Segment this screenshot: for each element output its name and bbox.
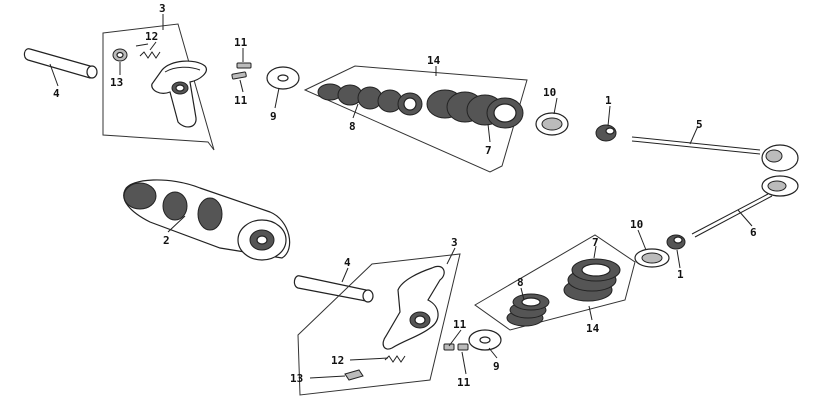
label-cotter-lower-b: 11: [457, 376, 471, 389]
label-rocker-upper: 3: [159, 2, 166, 15]
label-seat-lower: 10: [630, 218, 643, 231]
upper-valve: [631, 136, 799, 172]
upper-small-spring: [135, 43, 161, 59]
label-seat-upper: 10: [543, 86, 556, 99]
label-inner-spring-upper: 8: [349, 120, 356, 133]
lower-rocker-group: [297, 253, 461, 396]
label-valve-lower: 6: [750, 226, 757, 239]
upper-small-pin: [112, 48, 128, 62]
label-washer-lower: 9: [493, 360, 500, 373]
label-outer-spring-upper: 7: [485, 144, 492, 157]
lower-cotters: [443, 343, 469, 351]
label-rocker-lower: 3: [451, 236, 458, 249]
label-valve-upper: 5: [696, 118, 703, 131]
upper-rocker-arm: [151, 60, 207, 128]
callout-labels: 3 12 13 4 11 11 9 14 8 7 10 1 5 2 4 3 12…: [53, 2, 757, 389]
label-cotter-upper-b: 11: [234, 94, 248, 107]
upper-rocker-box: [102, 23, 215, 151]
lower-rocker-shaft: [293, 275, 374, 303]
upper-rocker-group: [102, 23, 215, 151]
upper-valve-seal: [595, 124, 617, 142]
label-spring-upper: 12: [145, 30, 158, 43]
label-shaft-upper: 4: [53, 87, 60, 100]
label-seal-lower: 1: [677, 268, 684, 281]
leader-lines: [49, 14, 753, 379]
upper-cotters: [231, 62, 252, 80]
lower-small-pin: [344, 369, 364, 381]
lower-valve-seal: [666, 234, 686, 250]
camshaft: [123, 179, 291, 261]
lower-spring-set: [474, 234, 636, 331]
upper-outer-spring: [426, 89, 524, 129]
label-spring-lower: 12: [331, 354, 344, 367]
label-inner-spring-lower: 8: [517, 276, 524, 289]
label-cotter-upper-a: 11: [234, 36, 248, 49]
upper-spring-seat: [535, 112, 569, 136]
upper-rocker-shaft: [23, 48, 98, 79]
label-seal-upper: 1: [605, 94, 612, 107]
label-pin-upper: 13: [110, 76, 123, 89]
label-camshaft: 2: [163, 234, 170, 247]
label-shaft-lower: 4: [344, 256, 351, 269]
lower-rocker-arm: [382, 265, 445, 350]
upper-washer: [266, 66, 300, 90]
label-cotter-lower-a: 11: [453, 318, 467, 331]
label-pin-lower: 13: [290, 372, 303, 385]
label-spring-set-lower: 14: [586, 322, 600, 335]
label-outer-spring-lower: 7: [592, 236, 599, 249]
lower-washer: [468, 329, 502, 351]
lower-small-spring: [384, 355, 406, 363]
lower-valve: [691, 175, 799, 238]
label-washer-upper: 9: [270, 110, 277, 123]
lower-spring-seat: [634, 248, 670, 268]
upper-spring-set: [303, 65, 528, 173]
label-spring-set-upper: 14: [427, 54, 441, 67]
lower-outer-spring: [563, 258, 621, 302]
upper-inner-spring: [317, 83, 423, 116]
lower-inner-spring: [506, 293, 550, 327]
